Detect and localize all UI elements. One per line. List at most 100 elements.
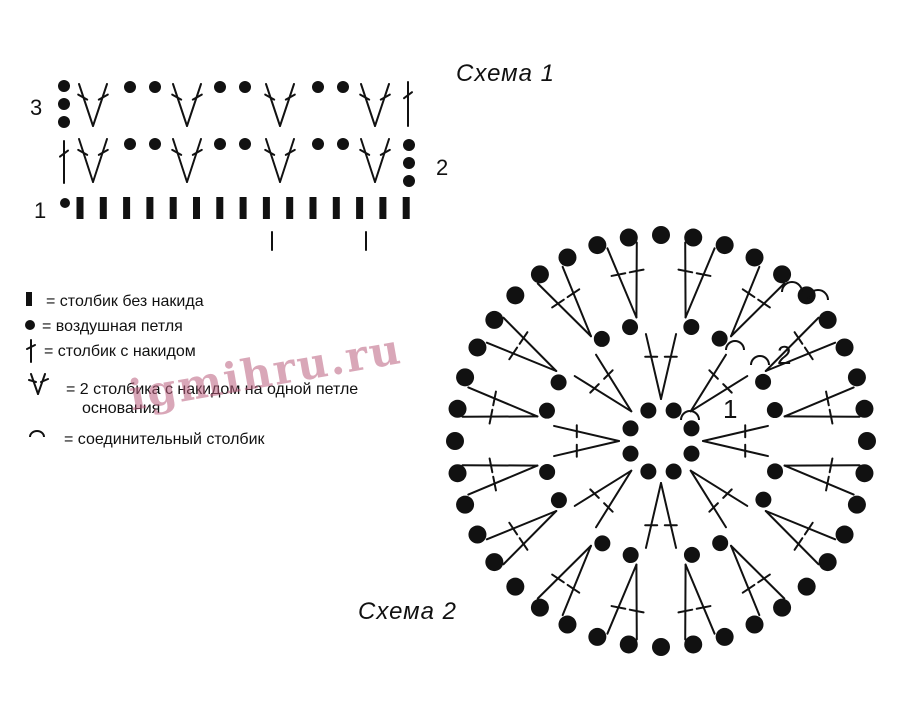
slip-stitch-icon <box>807 289 829 301</box>
chain-stitch-icon <box>818 310 837 329</box>
legend-chain-icon <box>25 320 35 330</box>
double-crochet-v-icon <box>573 353 633 413</box>
chain-stitch-icon <box>58 116 70 128</box>
chain-stitch-icon <box>530 265 549 284</box>
chain-stitch-icon <box>622 547 639 564</box>
single-crochet-icon <box>76 197 84 219</box>
legend-text-dc-v-line2: основания <box>82 400 161 417</box>
chain-stitch-icon <box>683 318 700 335</box>
chain-stitch-icon <box>715 627 734 646</box>
chain-stitch-icon <box>593 330 610 347</box>
single-crochet-icon <box>123 197 131 219</box>
chain-stitch-icon <box>506 577 525 596</box>
single-crochet-icon <box>356 197 364 219</box>
chain-stitch-icon <box>619 228 638 247</box>
chain-stitch-icon <box>403 175 415 187</box>
chain-stitch-icon <box>214 81 226 93</box>
double-crochet-v-icon <box>644 482 678 549</box>
single-crochet-icon <box>332 197 340 219</box>
single-crochet-icon <box>146 197 154 219</box>
scheme-2-title: Схема 2 <box>358 598 457 625</box>
chain-stitch-icon <box>446 432 464 450</box>
scheme-2-diagram <box>446 226 876 656</box>
chain-stitch-icon <box>506 286 525 305</box>
double-crochet-v-icon <box>171 138 203 183</box>
chain-stitch-icon <box>755 373 772 390</box>
chain-stitch-icon <box>773 265 792 284</box>
double-crochet-v-icon <box>77 83 109 127</box>
chain-stitch-icon <box>312 138 324 150</box>
single-crochet-icon <box>99 197 107 219</box>
single-crochet-icon <box>262 197 270 219</box>
chain-stitch-icon <box>683 546 700 563</box>
single-crochet-icon <box>169 197 177 219</box>
double-crochet-v-icon <box>359 83 391 127</box>
legend-text-sc: = столбик без накида <box>46 293 204 310</box>
slip-stitch-icon <box>725 340 745 351</box>
double-crochet-v-icon <box>461 386 539 425</box>
chain-stitch-icon <box>594 535 611 552</box>
double-crochet-v-icon <box>644 333 678 400</box>
chain-stitch-icon <box>124 138 136 150</box>
legend-text-dc: = столбик с накидом <box>44 343 196 360</box>
chain-stitch-icon <box>652 638 670 656</box>
double-crochet-v-icon <box>536 544 592 617</box>
chain-stitch-icon <box>684 635 703 654</box>
chain-stitch-icon <box>550 492 567 509</box>
chain-stitch-icon <box>712 535 729 552</box>
slip-stitch-icon <box>781 281 803 293</box>
chain-stitch-icon <box>773 598 792 617</box>
chain-stitch-icon <box>847 368 866 387</box>
chain-stitch-icon <box>337 81 349 93</box>
double-crochet-v-icon <box>702 424 769 458</box>
legend-text-chain: = воздушная петля <box>42 318 183 335</box>
double-crochet-v-icon <box>461 457 539 496</box>
single-crochet-icon <box>239 197 247 219</box>
double-crochet-v-icon <box>264 138 296 183</box>
chain-stitch-icon <box>485 310 504 329</box>
chain-stitch-icon <box>588 236 607 255</box>
chain-stitch-icon <box>448 399 467 418</box>
double-crochet-v-icon <box>264 83 296 127</box>
row-number-2: 2 <box>436 155 449 180</box>
double-crochet-v-icon <box>485 316 558 372</box>
chain-stitch-icon <box>835 338 854 357</box>
chain-stitch-icon <box>652 226 670 244</box>
double-crochet-v-icon <box>536 265 592 338</box>
double-crochet-v-icon <box>689 353 749 413</box>
chain-stitch-icon <box>745 248 764 267</box>
legend-sc-icon <box>26 292 32 306</box>
chain-stitch-icon <box>588 627 607 646</box>
scheme-1-title: Схема 1 <box>456 60 555 87</box>
chain-stitch-icon <box>149 138 161 150</box>
single-crochet-icon <box>286 197 294 219</box>
chain-stitch-icon <box>558 615 577 634</box>
chain-stitch-icon <box>58 80 70 92</box>
chain-stitch-icon <box>855 464 874 483</box>
double-crochet-v-icon <box>171 83 203 127</box>
chain-stitch-icon <box>797 286 816 305</box>
double-crochet-v-icon <box>764 510 837 566</box>
chain-stitch-icon <box>797 577 816 596</box>
chain-stitch-icon <box>60 198 70 208</box>
scheme-1-diagram <box>58 80 415 251</box>
double-crochet-v-icon <box>606 563 645 641</box>
chain-stitch-icon <box>622 420 639 437</box>
chain-stitch-icon <box>835 525 854 544</box>
double-crochet-v-icon <box>730 544 786 617</box>
double-crochet-v-icon <box>359 138 391 183</box>
double-crochet-v-icon <box>677 241 716 319</box>
double-crochet-v-icon <box>689 469 749 529</box>
single-crochet-icon <box>402 197 410 219</box>
chain-stitch-icon <box>622 445 639 462</box>
single-crochet-icon <box>216 197 224 219</box>
single-crochet-icon <box>193 197 200 219</box>
double-crochet-v-icon <box>677 563 716 641</box>
chain-stitch-icon <box>767 463 784 480</box>
chain-stitch-icon <box>683 420 700 437</box>
legend-icons <box>25 292 49 438</box>
chain-stitch-icon <box>640 463 657 480</box>
double-crochet-v-icon <box>783 386 861 425</box>
chain-stitch-icon <box>468 338 487 357</box>
